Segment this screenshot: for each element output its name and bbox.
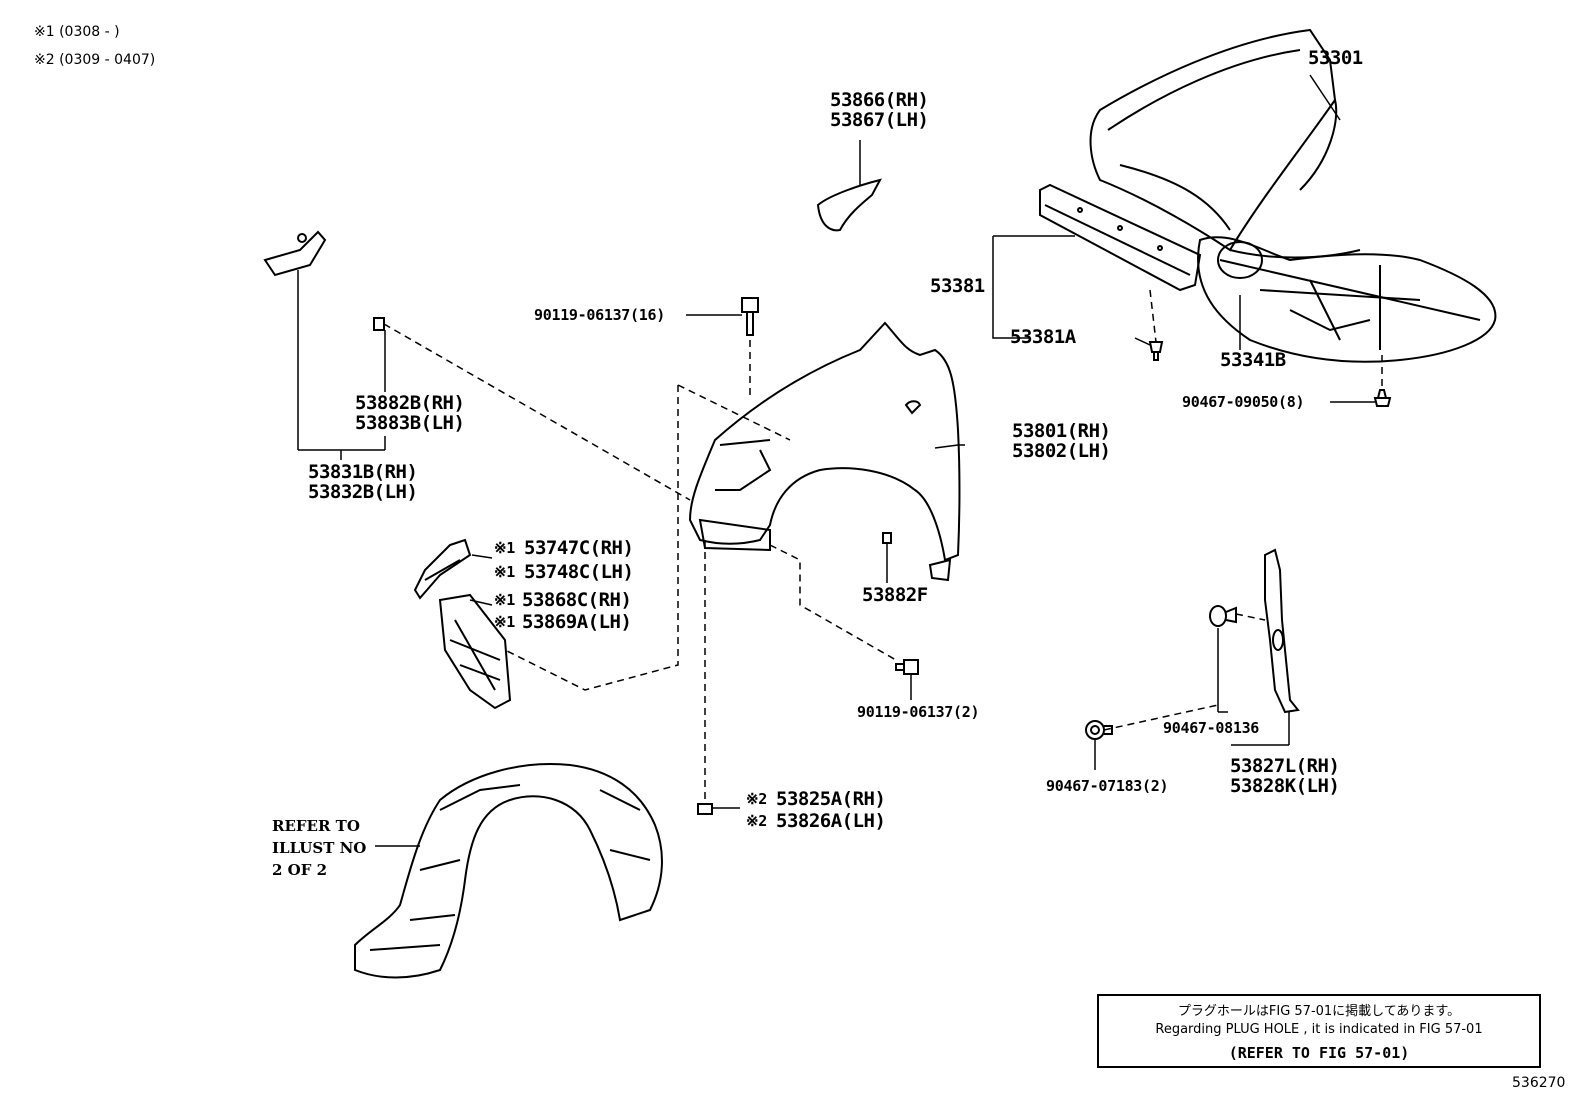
label-clip-90467-07183[interactable]: 90467-07183(2) [1046,777,1169,795]
bracket-clip [373,317,385,331]
label-clip-90467-08136[interactable]: 90467-08136 [1163,719,1260,737]
note-s1-range: ※1 (0308 - ) [34,24,120,40]
fender-liner [354,763,663,979]
refer-line-1: REFER TO [272,817,360,835]
label-fender-lh[interactable]: 53802(LH) [1012,440,1111,462]
label-insulator-clip[interactable]: 90467-09050(8) [1182,393,1305,411]
notice-reference[interactable]: (REFER TO FIG 57-01) [1228,1044,1410,1062]
mark-s1-c: ※1 [494,591,515,609]
bolt-bottom [895,659,919,675]
notice-english: Regarding PLUG HOLE , it is indicated in… [1155,1022,1483,1037]
label-hood-seal-lh[interactable]: 53867(LH) [830,109,929,131]
refer-line-3: 2 OF 2 [272,861,328,879]
figure-id: 536270 [1512,1075,1566,1091]
clip-53882f [882,532,892,544]
label-bolt-top[interactable]: 90119-06137(16) [534,306,665,324]
fender-brace [263,230,327,277]
leader-lines [297,74,1375,847]
label-brace-lh[interactable]: 53832B(LH) [308,481,418,503]
refer-line-2: ILLUST NO [272,839,367,857]
hood-panel [1089,28,1361,259]
clip-90467-07183 [1085,720,1113,740]
mark-s1-d: ※1 [494,613,515,631]
label-53882f[interactable]: 53882F [862,584,928,606]
label-53748c[interactable]: 53748C(LH) [524,561,634,583]
label-seal[interactable]: 53381 [930,275,985,297]
note-s2-range: ※2 (0309 - 0407) [34,52,156,68]
clip-90467-09050 [1373,389,1392,407]
bolt-top [741,297,759,336]
front-fender [688,321,961,582]
hood-insulator [1197,236,1497,363]
mark-s2-a: ※2 [746,790,767,808]
label-protector-rh[interactable]: 53827L(RH) [1230,755,1340,777]
label-protector-lh[interactable]: 53828K(LH) [1230,775,1340,797]
clip-53381a [1148,341,1164,361]
label-brace-rh[interactable]: 53831B(RH) [308,461,418,483]
clip-53825a [697,803,713,815]
plug-hole-notice: プラグホールはFIG 57-01に掲載してあります。 Regarding PLU… [1097,994,1541,1068]
clip-90467-08136 [1209,605,1237,627]
hood-seal-strip [1039,183,1202,292]
fender-bracket [413,538,472,600]
label-53825a[interactable]: 53825A(RH) [776,788,886,810]
notice-japanese: プラグホールはFIG 57-01に掲載してあります。 [1177,1004,1461,1019]
mark-s2-b: ※2 [746,812,767,830]
mark-s1-a: ※1 [494,539,515,557]
dashed-lines [383,289,1383,800]
label-53869a[interactable]: 53869A(LH) [522,611,632,633]
label-insulator[interactable]: 53341B [1220,349,1286,371]
label-53826a[interactable]: 53826A(LH) [776,810,886,832]
mark-s1-b: ※1 [494,563,515,581]
hood-side-seal [816,178,882,232]
label-fender-rh[interactable]: 53801(RH) [1012,420,1111,442]
label-bracket-lh[interactable]: 53883B(LH) [355,412,465,434]
label-seal-clip[interactable]: 53381A [1010,326,1076,348]
fender-liner-panel [438,593,512,710]
label-hood[interactable]: 53301 [1308,47,1363,69]
label-53747c[interactable]: 53747C(RH) [524,537,634,559]
label-53868c[interactable]: 53868C(RH) [522,589,632,611]
fender-protector [1264,548,1300,714]
label-bolt-bottom[interactable]: 90119-06137(2) [857,703,980,721]
label-hood-seal-rh[interactable]: 53866(RH) [830,89,929,111]
label-bracket-rh[interactable]: 53882B(RH) [355,392,465,414]
